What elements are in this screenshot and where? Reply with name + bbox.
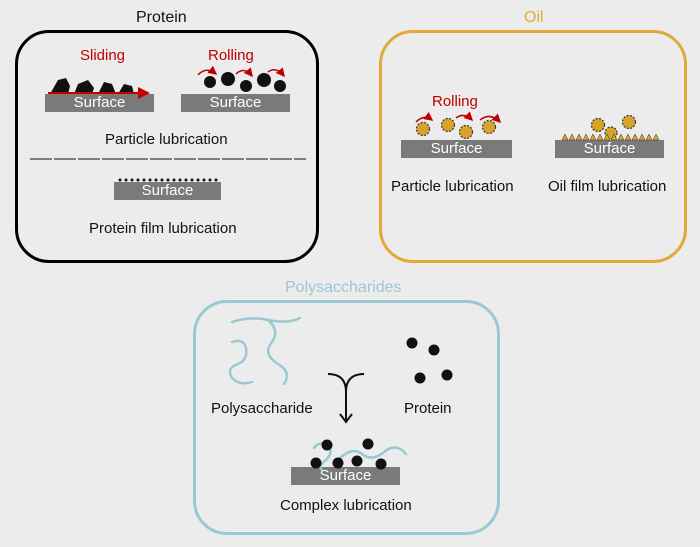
protein-dots — [406, 337, 453, 384]
protein-rolling-label: Rolling — [208, 47, 254, 64]
complex-protein-dots — [310, 438, 387, 470]
protein-rolling-particles — [204, 72, 286, 92]
protein-rolling-surface: Surface — [181, 94, 290, 112]
oil-rolling-arrows — [415, 111, 502, 124]
protein-particle-lubrication-label: Particle lubrication — [105, 131, 228, 148]
oil-panel — [379, 30, 687, 263]
protein-title: Protein — [136, 9, 187, 26]
oil-title: Oil — [524, 9, 544, 26]
protein-film-lubrication-label: Protein film lubrication — [89, 220, 237, 237]
oil-particle-lubrication-label: Particle lubrication — [391, 178, 514, 195]
oil-film-lubrication-label: Oil film lubrication — [548, 178, 667, 195]
protein-film-dots — [118, 178, 218, 182]
oil-film-layer — [561, 133, 660, 141]
complex-chains — [312, 442, 408, 472]
protein-panel — [15, 30, 319, 263]
protein-rolling-arrows — [197, 65, 285, 78]
merge-arrow — [327, 373, 365, 424]
polysaccharides-panel — [193, 300, 500, 535]
polysaccharides-title: Polysaccharides — [285, 279, 402, 296]
protein-film-surface: Surface — [114, 182, 221, 200]
sliding-label: Sliding — [80, 47, 126, 64]
protein-label: Protein — [404, 400, 452, 417]
protein-sliding-surface: Surface — [45, 94, 154, 112]
oil-film-surface: Surface — [555, 140, 664, 158]
polysaccharide-chains — [228, 316, 302, 386]
oil-rolling-label: Rolling — [432, 93, 478, 110]
polysaccharide-label: Polysaccharide — [211, 400, 313, 417]
oil-rolling-droplets — [415, 117, 497, 140]
sliding-particles — [50, 78, 134, 94]
oil-particle-surface: Surface — [401, 140, 512, 158]
complex-lubrication-label: Complex lubrication — [280, 497, 412, 514]
complex-surface: Surface — [291, 467, 400, 485]
